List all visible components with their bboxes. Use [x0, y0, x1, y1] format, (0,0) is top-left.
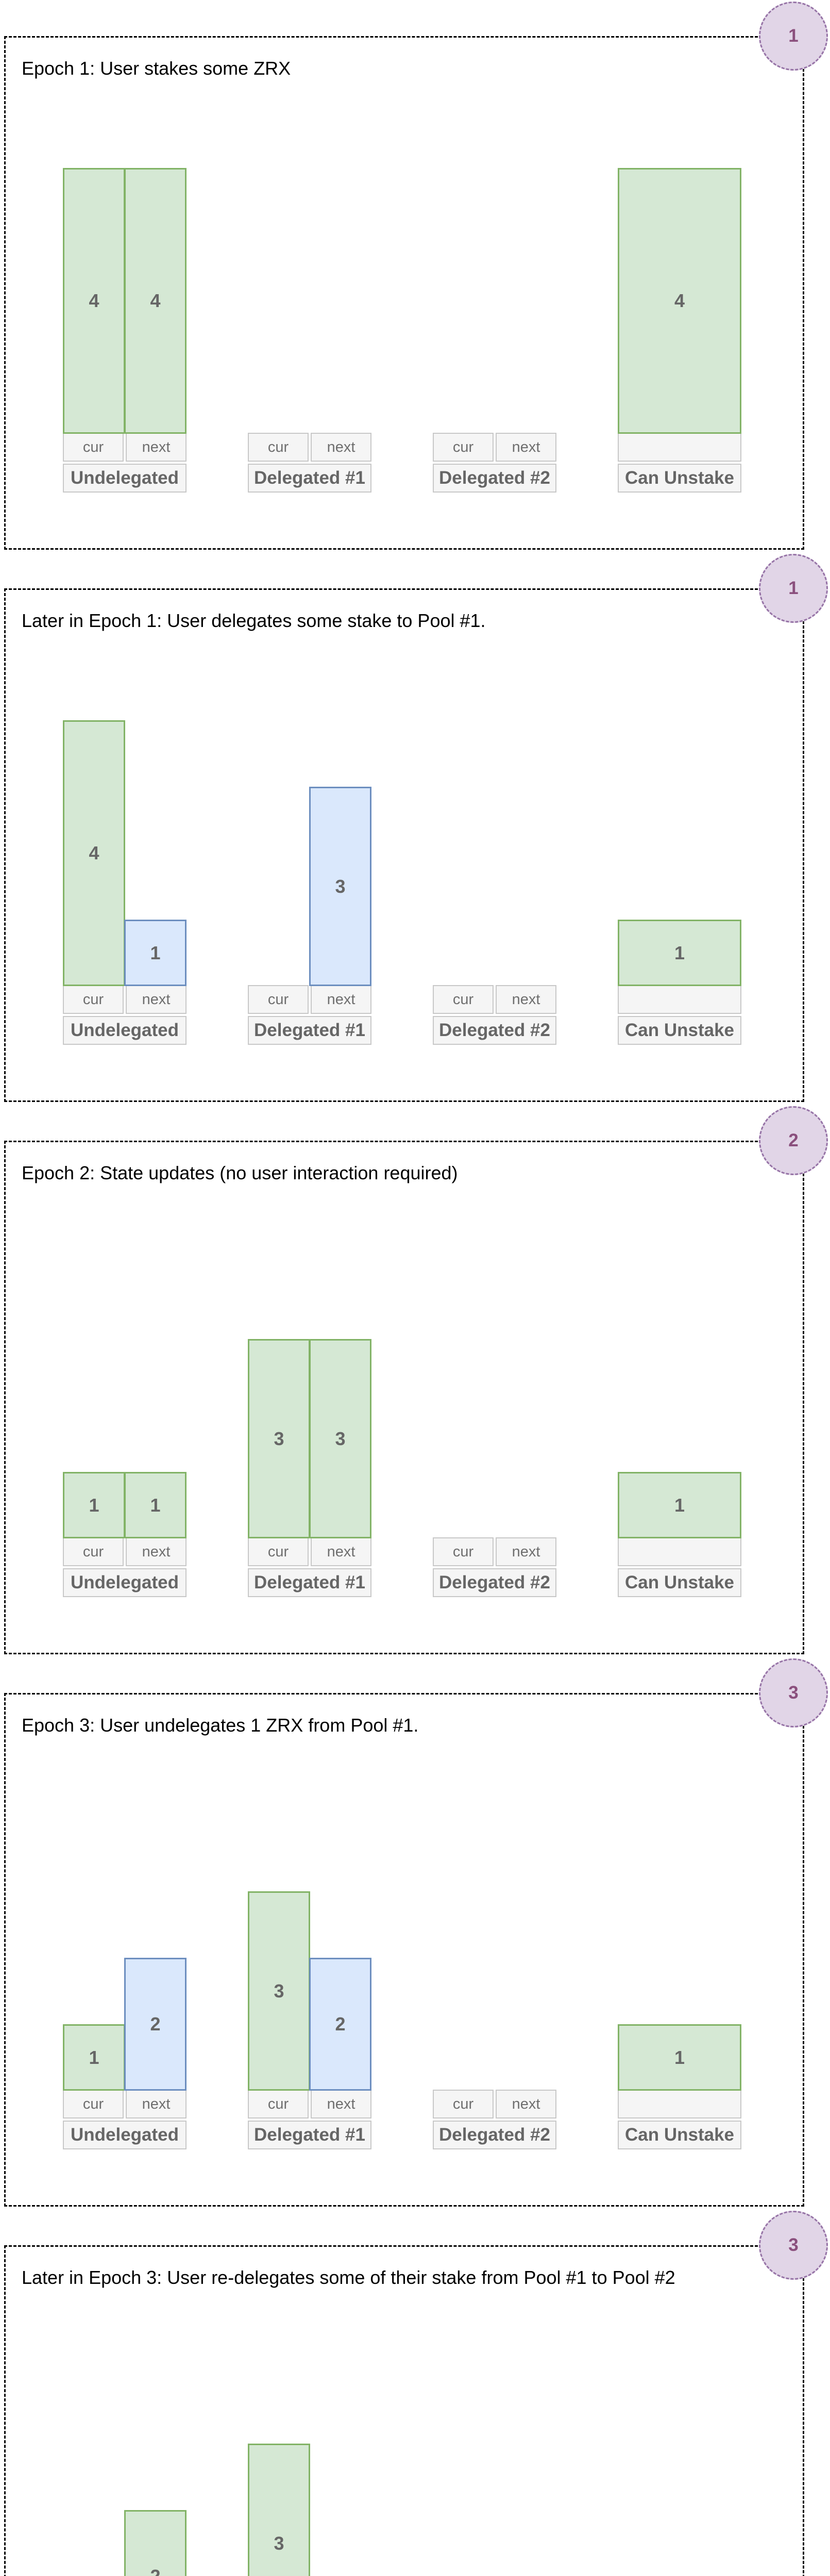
bar-undelegated-cur: 1 — [63, 2024, 125, 2091]
header-cell-next: next — [126, 2090, 187, 2119]
header-cell-next: next — [311, 1537, 371, 1566]
group-label: Can Unstake — [618, 1016, 741, 1045]
bar-delegated-1-next: 2 — [309, 1958, 371, 2091]
group-label: Can Unstake — [618, 2121, 741, 2149]
header-cell-next: next — [311, 433, 371, 462]
bar-delegated-1-next: 3 — [309, 787, 371, 986]
header-cell-empty — [618, 985, 741, 1014]
epoch-badge: 1 — [759, 554, 828, 623]
epoch-badge: 3 — [759, 1658, 828, 1727]
header-cell-cur: cur — [63, 1537, 124, 1566]
header-cell-cur: cur — [248, 433, 309, 462]
panel-title: Later in Epoch 1: User delegates some st… — [22, 610, 486, 631]
panel-title: Epoch 1: User stakes some ZRX — [22, 58, 291, 79]
bar-can-unstake: 1 — [618, 2024, 741, 2091]
bar-delegated-1-next: 3 — [309, 1339, 371, 1538]
header-cell-next: next — [496, 2090, 556, 2119]
group-label: Delegated #1 — [248, 2121, 371, 2149]
group-label: Delegated #1 — [248, 464, 371, 493]
header-cell-next: next — [311, 2090, 371, 2119]
header-cell-cur: cur — [433, 985, 494, 1014]
group-label: Delegated #2 — [433, 1568, 556, 1597]
group-label: Delegated #1 — [248, 1016, 371, 1045]
header-cell-empty — [618, 2090, 741, 2119]
group-label: Undelegated — [63, 1016, 187, 1045]
bar-undelegated-next: 1 — [124, 1472, 187, 1538]
bar-undelegated-next: 4 — [124, 168, 187, 434]
header-cell-cur: cur — [63, 2090, 124, 2119]
header-cell-next: next — [496, 985, 556, 1014]
group-label: Undelegated — [63, 2121, 187, 2149]
bar-can-unstake: 4 — [618, 168, 741, 434]
panel-title: Later in Epoch 3: User re-delegates some… — [22, 2267, 675, 2288]
header-cell-next: next — [126, 1537, 187, 1566]
panel-title: Epoch 2: State updates (no user interact… — [22, 1162, 458, 1183]
header-cell-cur: cur — [433, 2090, 494, 2119]
group-label: Delegated #2 — [433, 1016, 556, 1045]
header-cell-cur: cur — [63, 433, 124, 462]
header-cell-cur: cur — [63, 985, 124, 1014]
panel-title: Epoch 3: User undelegates 1 ZRX from Poo… — [22, 1715, 419, 1736]
header-cell-cur: cur — [433, 433, 494, 462]
group-delegated-1: 31curnextDelegated #1 — [248, 2209, 371, 2576]
group-label: Delegated #1 — [248, 1568, 371, 1597]
header-cell-cur: cur — [248, 2090, 309, 2119]
bar-can-unstake: 1 — [618, 920, 741, 986]
header-cell-next: next — [311, 985, 371, 1014]
header-cell-next: next — [126, 985, 187, 1014]
bar-undelegated-cur: 4 — [63, 720, 125, 986]
header-cell-cur: cur — [433, 1537, 494, 1566]
group-label: Delegated #2 — [433, 464, 556, 493]
header-cell-empty — [618, 1537, 741, 1566]
epoch-badge: 1 — [759, 2, 828, 71]
bar-can-unstake: 1 — [618, 1472, 741, 1538]
bar-undelegated-cur: 1 — [63, 1472, 125, 1538]
header-cell-next: next — [126, 433, 187, 462]
bar-delegated-1-cur: 3 — [248, 1891, 310, 2091]
header-cell-empty — [618, 433, 741, 462]
group-label: Undelegated — [63, 1568, 187, 1597]
header-cell-cur: cur — [248, 1537, 309, 1566]
bar-undelegated-next: 1 — [124, 920, 187, 986]
bar-undelegated-next: 2 — [124, 2510, 187, 2576]
bar-undelegated-next: 2 — [124, 1958, 187, 2091]
bar-delegated-1-cur: 3 — [248, 1339, 310, 1538]
header-cell-next: next — [496, 1537, 556, 1566]
header-cell-next: next — [496, 433, 556, 462]
group-label: Undelegated — [63, 464, 187, 493]
bar-delegated-1-cur: 3 — [248, 2444, 310, 2576]
header-cell-cur: cur — [248, 985, 309, 1014]
bar-undelegated-cur: 4 — [63, 168, 125, 434]
group-label: Delegated #2 — [433, 2121, 556, 2149]
group-label: Can Unstake — [618, 1568, 741, 1597]
epoch-badge: 3 — [759, 2211, 828, 2280]
epoch-badge: 2 — [759, 1106, 828, 1175]
group-label: Can Unstake — [618, 464, 741, 493]
